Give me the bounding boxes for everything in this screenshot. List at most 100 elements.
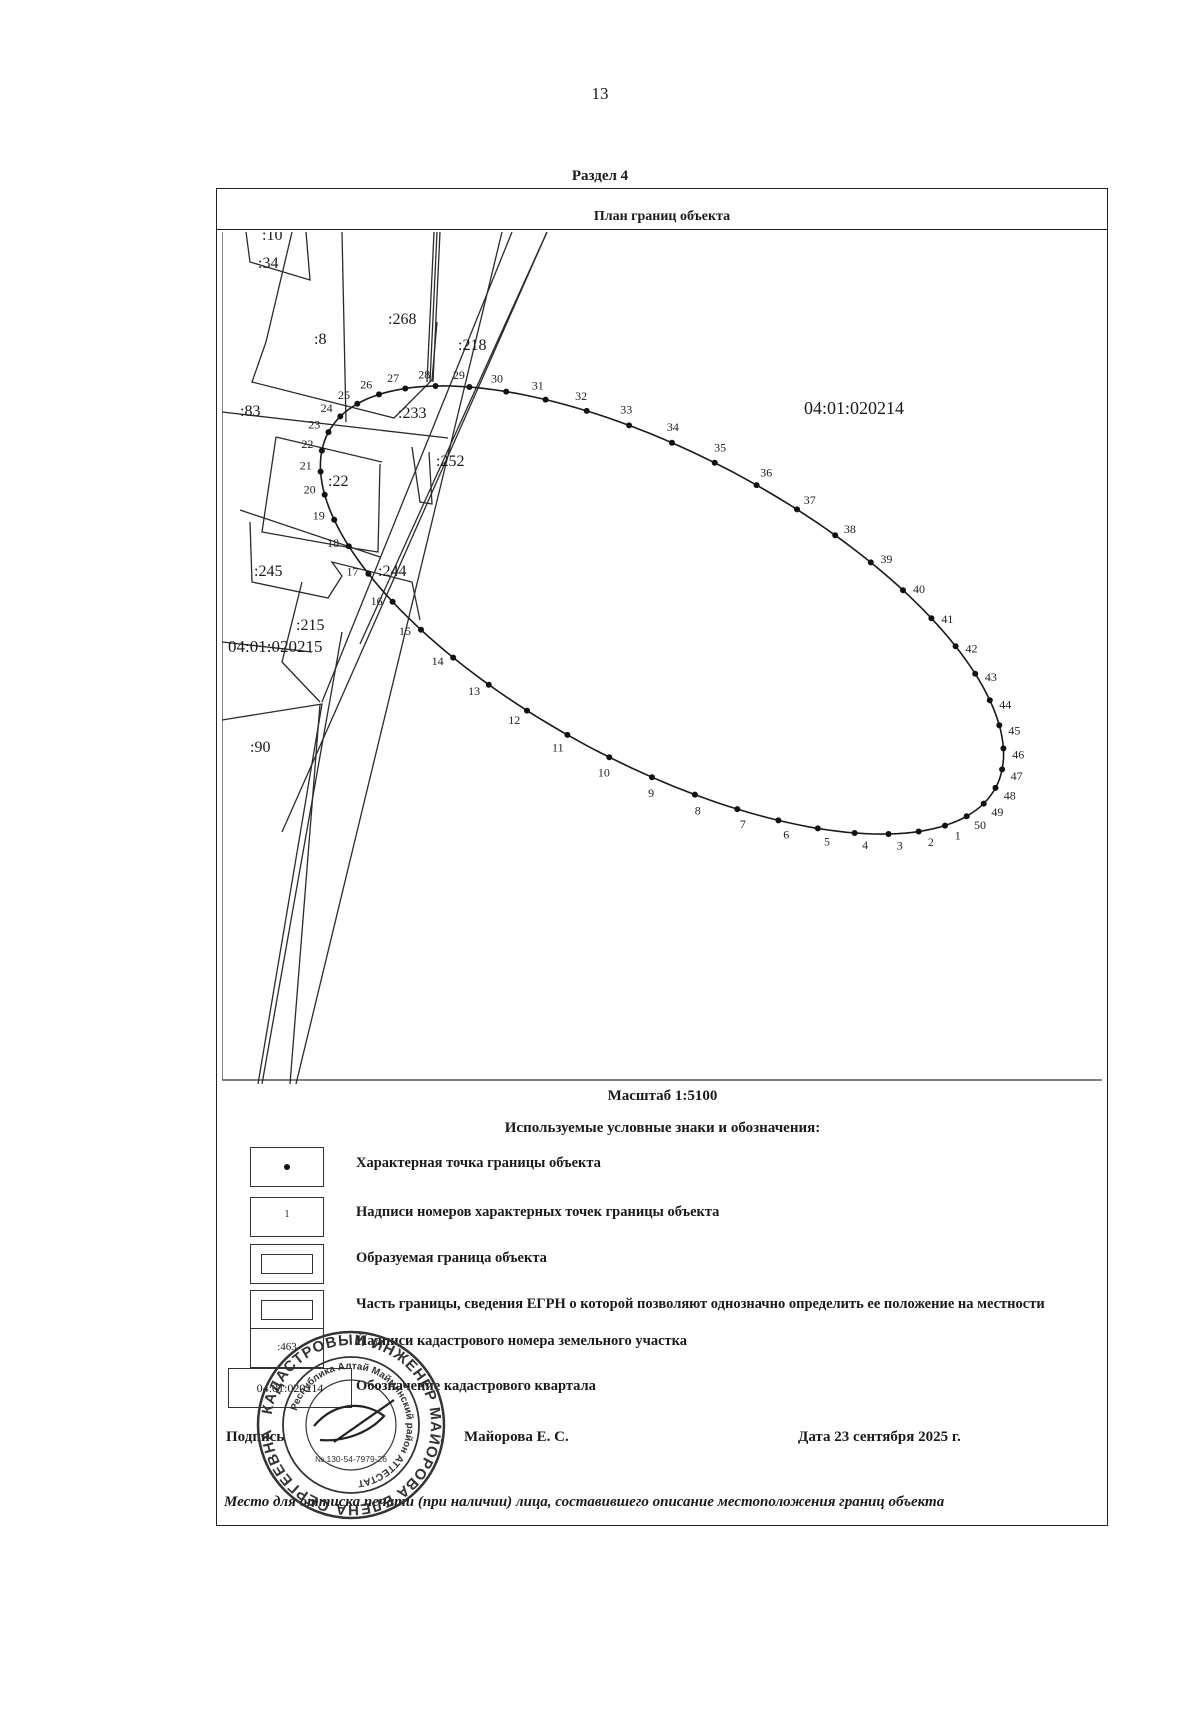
boundary-point-label: 38: [844, 522, 856, 536]
boundary-point: [626, 422, 633, 429]
stamp-place-caption: Место для оттиска печати (при наличии) л…: [224, 1494, 945, 1510]
parcel-label: :8: [314, 331, 326, 348]
legend-text-point: Характерная точка границы объекта: [356, 1155, 601, 1171]
boundary-point-label: 28: [418, 368, 430, 382]
legend-symbol-quarter: 04:01:020214: [228, 1368, 352, 1408]
boundary-point-label: 23: [308, 418, 320, 432]
boundary-point: [999, 766, 1006, 773]
boundary-point-label: 36: [760, 465, 772, 479]
stamp-number: № 130-54-7979-26: [315, 1454, 387, 1464]
boundary-point-label: 1: [955, 828, 961, 842]
boundary-point: [669, 439, 675, 446]
boundary-point-label: 37: [804, 493, 816, 507]
parcel-label: :22: [328, 473, 348, 490]
boundary-point-label: 43: [985, 670, 997, 684]
boundary-point-label: 5: [824, 834, 830, 848]
parcel-label: :34: [258, 255, 278, 272]
boundary-point: [337, 413, 344, 420]
boundary-point: [972, 670, 979, 677]
parcel-label: :90: [250, 739, 270, 756]
boundary-point: [524, 707, 530, 714]
boundary-point: [325, 429, 332, 436]
parcel-label: :268: [388, 311, 416, 328]
section-title: Раздел 4: [571, 168, 629, 184]
boundary-map: 1234567891011121314151617181920212223242…: [222, 232, 1102, 1084]
map-frame-lines: [222, 232, 1102, 1081]
boundary-point: [928, 615, 935, 622]
legend-cadastral-sample: :463: [277, 1341, 297, 1353]
boundary-point-label: 39: [880, 552, 892, 566]
legend-title: Используемые условные знаки и обозначени…: [504, 1120, 821, 1136]
boundary-point: [564, 731, 571, 738]
boundary-point: [418, 626, 424, 633]
boundary-point-label: 19: [313, 509, 325, 523]
boundary-point: [734, 806, 741, 813]
boundary-point-label: 14: [432, 654, 444, 668]
parcel-label: :218: [458, 337, 486, 354]
quarter-label-main: 04:01:020214: [804, 398, 904, 418]
boundary-point-label: 34: [667, 420, 679, 434]
frame-title: План границ объекта: [216, 204, 1108, 230]
boundary-point: [542, 396, 549, 403]
boundary-point-label: 45: [1008, 723, 1020, 737]
boundary-point: [963, 813, 970, 820]
boundary-point: [317, 468, 324, 475]
legend-text-cadastral: Надписи кадастрового номера земельного у…: [356, 1333, 688, 1349]
boundary-point-label: 4: [862, 838, 868, 852]
boundary-point-label: 2: [928, 835, 934, 849]
boundary-point-label: 27: [387, 371, 399, 385]
boundary-point: [753, 482, 760, 489]
signature-date: Дата 23 сентября 2025 г.: [798, 1429, 961, 1445]
signature-scribble-icon: [313, 1399, 395, 1443]
boundary-point: [354, 400, 361, 407]
parcel-label: :10: [262, 232, 282, 244]
legend-text-boundary: Образуемая граница объекта: [356, 1250, 547, 1266]
boundary-point-label: 33: [620, 403, 632, 417]
boundary-point: [885, 831, 892, 837]
boundary-point: [691, 791, 698, 798]
boundary-point-label: 13: [468, 684, 480, 698]
boundary-point: [321, 491, 328, 498]
parcel-label: :215: [296, 617, 324, 634]
boundary-point-label: 18: [327, 536, 339, 550]
legend-symbol-boundary: [250, 1244, 324, 1284]
boundary-point-label: 12: [508, 713, 520, 727]
boundary-point-label: 21: [300, 459, 312, 473]
boundary-point-label: 50: [974, 818, 986, 832]
boundary-point-label: 6: [783, 827, 789, 841]
boundary-point-label: 3: [897, 838, 903, 852]
boundary-point: [485, 681, 492, 688]
boundary-point: [345, 543, 352, 550]
boundary-point: [432, 383, 439, 389]
boundary-point: [996, 722, 1003, 729]
boundary-point-label: 25: [338, 388, 350, 402]
boundary-rect-icon: [261, 1254, 313, 1274]
boundary-point-label: 42: [966, 641, 978, 655]
legend-symbol-point: [250, 1147, 324, 1187]
boundary-point-label: 11: [552, 741, 564, 755]
boundary-point: [376, 391, 382, 398]
parcel-label: :83: [240, 403, 260, 420]
boundary-point-label: 17: [347, 565, 359, 579]
boundary-point: [915, 828, 922, 835]
boundary-point-label: 15: [399, 624, 411, 638]
boundary-point: [318, 447, 325, 454]
boundary-point: [606, 754, 613, 761]
boundary-point-label: 40: [913, 582, 925, 596]
legend-symbol-cadastral: :463: [250, 1328, 324, 1368]
parcel-label: :245: [254, 563, 282, 580]
boundary-point-label: 47: [1011, 769, 1023, 783]
map-scale: Масштаб 1:5100: [607, 1088, 718, 1104]
signature-label: Подпись: [226, 1429, 285, 1445]
boundary-point: [900, 587, 906, 594]
signature-name: Майорова Е. С.: [464, 1429, 569, 1445]
page-number: 13: [591, 84, 609, 103]
document-frame: [216, 188, 1108, 1526]
legend-text-egrn: Часть границы, сведения ЕГРН о которой п…: [356, 1296, 1045, 1312]
boundary-point: [942, 822, 948, 829]
boundary-point-label: 31: [532, 379, 544, 393]
boundary-point: [402, 385, 409, 392]
boundary-point: [794, 506, 800, 513]
boundary-point: [331, 516, 338, 523]
boundary-point-label: 44: [999, 697, 1011, 711]
